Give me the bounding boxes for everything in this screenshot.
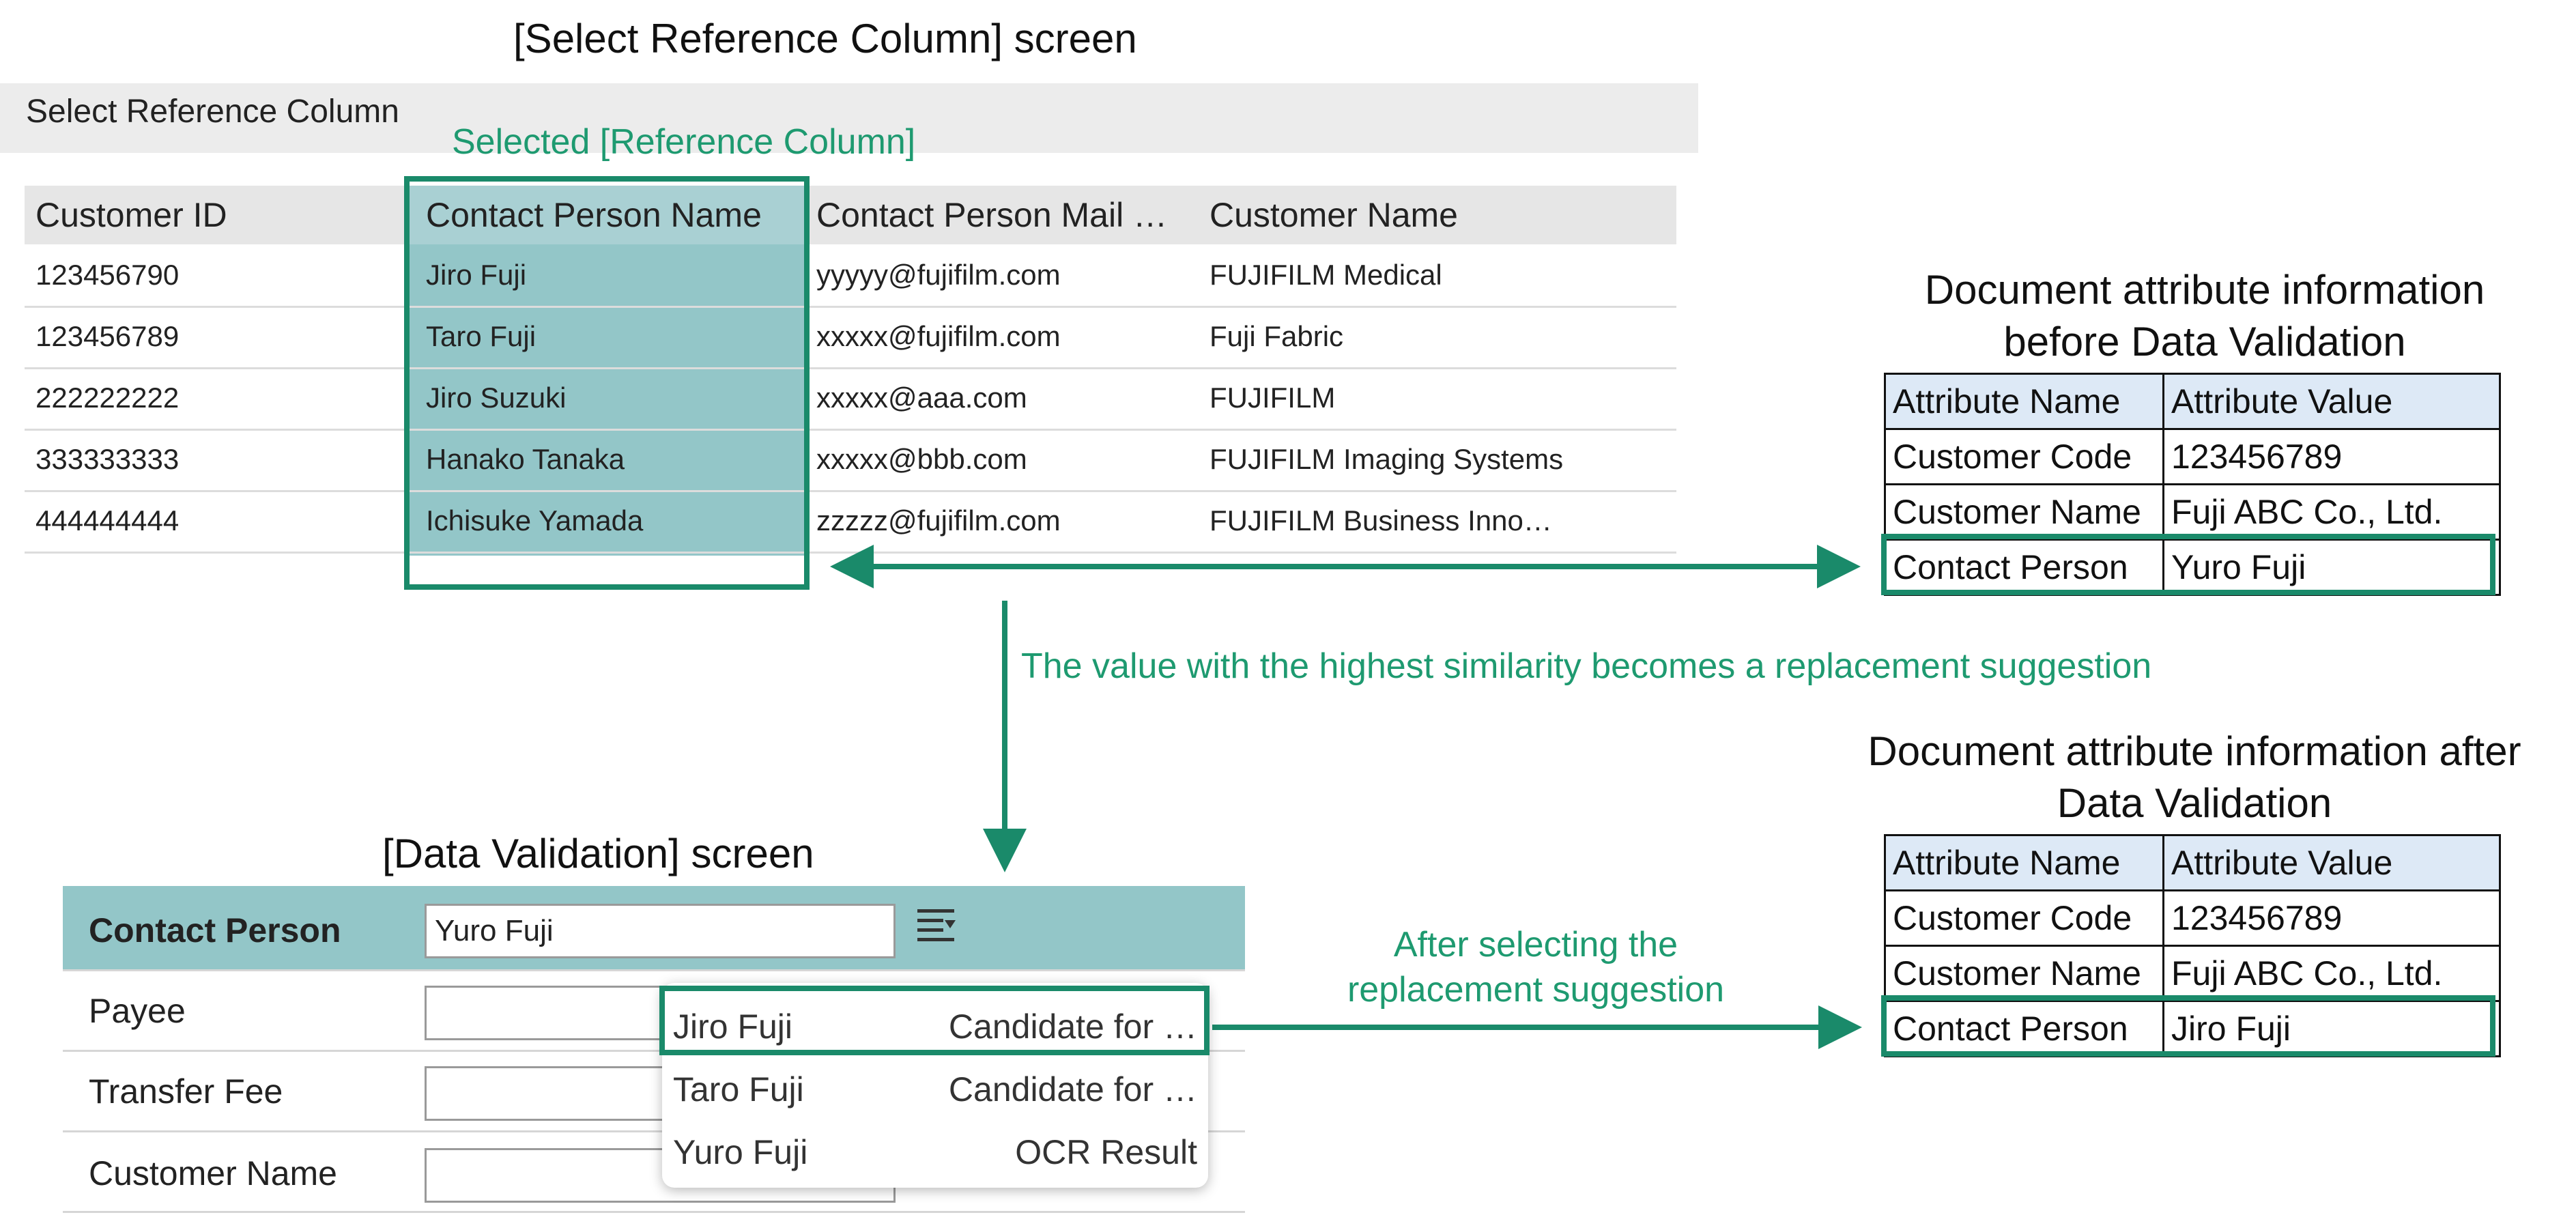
suggestion-source: OCR Result: [1015, 1133, 1197, 1171]
after-selecting-annotation-line1: After selecting the: [1393, 925, 1678, 964]
table-row[interactable]: 222222222 Jiro Suzuki xxxxx@aaa.com FUJI…: [25, 367, 1676, 431]
cell-customer-id: 222222222: [35, 382, 180, 414]
selected-column-highlight: [404, 176, 810, 590]
attribute-name: Customer Code: [1884, 428, 2164, 485]
cell-contact-person-name: Taro Fuji: [426, 320, 536, 352]
after-table-title-line2: Data Validation: [2057, 780, 2332, 826]
cell-customer-name: FUJIFILM: [1210, 382, 1336, 414]
transfer-fee-label: Transfer Fee: [89, 1072, 283, 1111]
cell-contact-person-mail: xxxxx@bbb.com: [816, 443, 1027, 475]
table-row: Contact Person Jiro Fuji: [1884, 1000, 2501, 1057]
attributes-after-table: Attribute Name Attribute Value Customer …: [1884, 834, 2501, 1057]
table-row: Contact Person Yuro Fuji: [1884, 539, 2501, 596]
after-table-title-line1: Document attribute information after: [1867, 728, 2521, 774]
suggestion-name: Jiro Fuji: [673, 1007, 793, 1046]
cell-contact-person-mail: yyyyy@fujifilm.com: [816, 259, 1061, 291]
suggestion-name: Taro Fuji: [673, 1070, 804, 1109]
contact-person-after-highlight: [1881, 995, 2495, 1057]
table-row: Customer Name Fuji ABC Co., Ltd.: [1884, 945, 2501, 1002]
column-header-customer-name[interactable]: Customer Name: [1210, 196, 1458, 234]
contact-person-label: Contact Person: [89, 911, 341, 949]
attribute-value: 123456789: [2162, 889, 2501, 947]
selected-column-fill: [407, 186, 810, 556]
cell-contact-person-mail: xxxxx@aaa.com: [816, 382, 1027, 414]
selected-column-header-fill: [407, 186, 810, 244]
attribute-name: Customer Name: [1884, 945, 2164, 1002]
reference-table-header: Customer ID Contact Person Name Contact …: [25, 186, 1676, 244]
column-header-contact-person-mail[interactable]: Contact Person Mail …: [816, 196, 1168, 234]
row-divider: [63, 1130, 1245, 1132]
after-selecting-annotation-line2: replacement suggestion: [1347, 970, 1725, 1010]
table-row[interactable]: 123456789 Taro Fuji xxxxx@fujifilm.com F…: [25, 306, 1676, 369]
row-divider: [63, 969, 1245, 971]
column-header-contact-person-name[interactable]: Contact Person Name: [426, 196, 762, 234]
suggestion-option[interactable]: Yuro Fuji OCR Result: [662, 1121, 1208, 1184]
suggestion-option[interactable]: Jiro Fuji Candidate for …: [662, 995, 1208, 1058]
before-table-title-line1: Document attribute information: [1924, 267, 2485, 313]
attributes-header-row: Attribute Name Attribute Value: [1884, 834, 2501, 891]
table-row[interactable]: 123456790 Jiro Fuji yyyyy@fujifilm.com F…: [25, 244, 1676, 308]
suggestion-option[interactable]: Taro Fuji Candidate for …: [662, 1058, 1208, 1121]
selected-suggestion-highlight: [659, 986, 1210, 1055]
cell-customer-id: 333333333: [35, 443, 180, 475]
header-attribute-value: Attribute Value: [2162, 834, 2501, 891]
list-dropdown-icon[interactable]: [915, 905, 960, 949]
column-header-customer-id[interactable]: Customer ID: [35, 196, 227, 234]
cell-customer-name: FUJIFILM Business Inno…: [1210, 504, 1552, 537]
attribute-name: Contact Person: [1884, 1000, 2164, 1057]
before-table-title-line2: before Data Validation: [2003, 319, 2406, 364]
select-reference-screen-title: [Select Reference Column] screen: [513, 16, 1137, 61]
reference-panel-title: Select Reference Column: [26, 94, 399, 130]
similarity-annotation: The value with the highest similarity be…: [1021, 646, 2152, 686]
cell-customer-id: 444444444: [35, 504, 180, 537]
attribute-value: Yuro Fuji: [2162, 539, 2501, 596]
selected-column-label: Selected [Reference Column]: [452, 122, 916, 162]
suggestion-dropdown: Jiro Fuji Candidate for … Taro Fuji Cand…: [662, 983, 1208, 1188]
table-row: Customer Code 123456789: [1884, 428, 2501, 485]
attribute-name: Customer Name: [1884, 483, 2164, 541]
cell-customer-id: 123456790: [35, 259, 180, 291]
cell-customer-name: FUJIFILM Imaging Systems: [1210, 443, 1564, 475]
cell-contact-person-name: Jiro Suzuki: [426, 382, 567, 414]
cell-customer-id: 123456789: [35, 320, 180, 352]
suggestion-source: Candidate for …: [948, 1007, 1197, 1046]
data-validation-screen-title: [Data Validation] screen: [382, 831, 814, 876]
cell-contact-person-name: Ichisuke Yamada: [426, 504, 644, 537]
cell-customer-name: FUJIFILM Medical: [1210, 259, 1442, 291]
cell-contact-person-mail: zzzzz@fujifilm.com: [816, 504, 1061, 537]
header-attribute-name: Attribute Name: [1884, 373, 2164, 430]
table-row[interactable]: 333333333 Hanako Tanaka xxxxx@bbb.com FU…: [25, 429, 1676, 492]
table-row: Customer Code 123456789: [1884, 889, 2501, 947]
row-divider: [63, 1211, 1245, 1213]
attribute-value: 123456789: [2162, 428, 2501, 485]
row-divider: [63, 1050, 1245, 1052]
contact-person-before-highlight: [1881, 534, 2495, 595]
cell-contact-person-name: Hanako Tanaka: [426, 443, 625, 475]
contact-person-input[interactable]: [425, 904, 896, 958]
attribute-value: Jiro Fuji: [2162, 1000, 2501, 1057]
suggestion-source: Candidate for …: [948, 1070, 1197, 1109]
suggestion-name: Yuro Fuji: [673, 1133, 808, 1171]
payee-label: Payee: [89, 992, 186, 1030]
table-row: Customer Name Fuji ABC Co., Ltd.: [1884, 483, 2501, 541]
table-row[interactable]: 444444444 Ichisuke Yamada zzzzz@fujifilm…: [25, 490, 1676, 554]
header-attribute-name: Attribute Name: [1884, 834, 2164, 891]
cell-contact-person-name: Jiro Fuji: [426, 259, 527, 291]
header-attribute-value: Attribute Value: [2162, 373, 2501, 430]
cell-customer-name: Fuji Fabric: [1210, 320, 1344, 352]
attributes-header-row: Attribute Name Attribute Value: [1884, 373, 2501, 430]
customer-name-label: Customer Name: [89, 1154, 337, 1192]
reference-panel-header: [0, 83, 1698, 153]
attribute-name: Contact Person: [1884, 539, 2164, 596]
attributes-before-table: Attribute Name Attribute Value Customer …: [1884, 373, 2501, 596]
attribute-name: Customer Code: [1884, 889, 2164, 947]
cell-contact-person-mail: xxxxx@fujifilm.com: [816, 320, 1061, 352]
